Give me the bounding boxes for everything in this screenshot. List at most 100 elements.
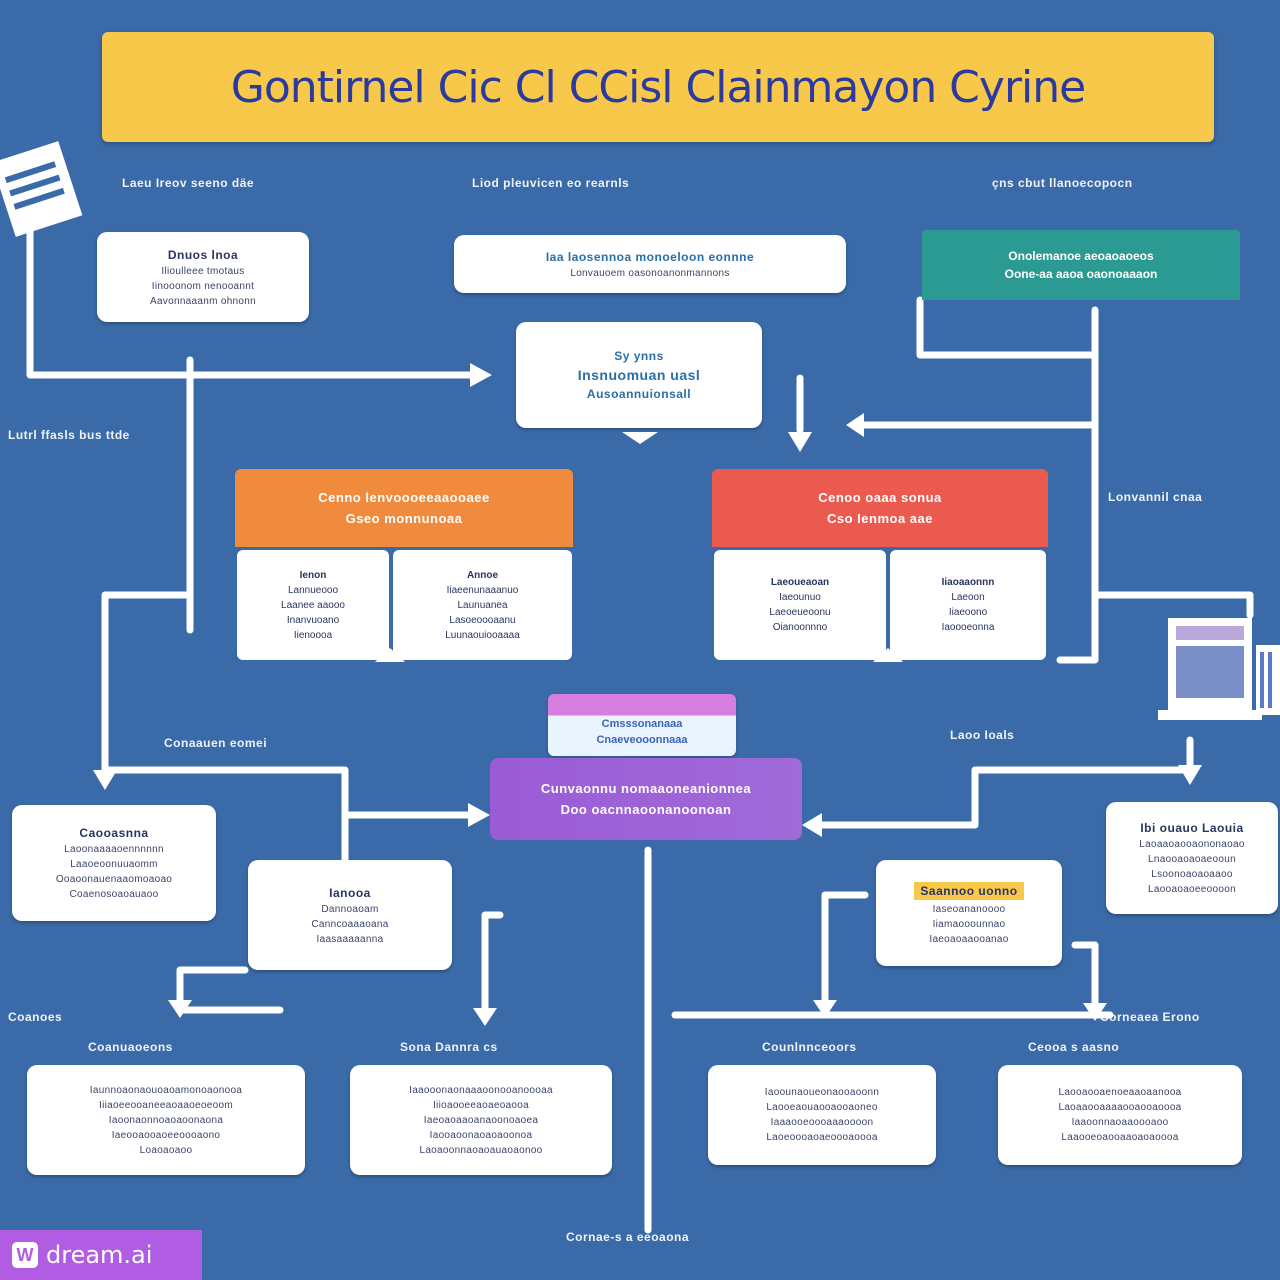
cell-line: Luunaouiooaaaa bbox=[445, 629, 520, 641]
note-box-line: Laoaaooaaaaooaooaoooa bbox=[1058, 1102, 1182, 1113]
cell-line: Ienon bbox=[299, 569, 327, 581]
cell-line: Oianoonnno bbox=[772, 622, 828, 633]
card-header-line: Cenoo oaaa sonua bbox=[818, 490, 942, 505]
arrow-head bbox=[788, 432, 812, 452]
document-icon bbox=[0, 141, 83, 237]
note-box-line: Iiiaoeeooaneeaoaaoeoeoom bbox=[99, 1099, 233, 1111]
brand-name: dream.ai bbox=[46, 1241, 153, 1269]
connector bbox=[101, 591, 194, 774]
cell-line: Iaeounuo bbox=[779, 592, 821, 603]
cell-line: Laeoeueoonu bbox=[769, 607, 831, 618]
note-box-line: Ooaoonauenaaomoaoao bbox=[55, 874, 173, 885]
arrow-head bbox=[813, 1000, 837, 1018]
cell-line: Iiaeoono bbox=[948, 607, 988, 618]
float-label: Conaauen eomei bbox=[164, 736, 268, 750]
note-box-line: Insnuomuan uasl bbox=[577, 367, 701, 383]
note-box: Laooaooaenoeaaoaanooa Laoaaooaaaaooaooao… bbox=[998, 1065, 1242, 1165]
note-box-line: Laoaoonnaoaoauaoaonoo bbox=[419, 1144, 543, 1156]
connector bbox=[26, 226, 474, 379]
note-box-line: Laaoeoonuuaomm bbox=[70, 859, 158, 870]
note-box: Ianooa Dannoaoam Canncoaaaoana Iaasaaaaa… bbox=[248, 860, 452, 970]
note-box-line: Iinooonom nenooannt bbox=[151, 280, 255, 292]
float-label: Laeu Ireov seeno däe bbox=[122, 176, 255, 190]
note-box: Dnuos lnoa Ilioulleee tmotaus Iinooonom … bbox=[97, 232, 309, 322]
float-label: Counlnnceoors bbox=[762, 1040, 857, 1054]
note-box-line: Coaenosoaoauaoo bbox=[69, 889, 159, 900]
teal-header-box: Onolemanoe aeoaoaoeos Oone-aa aaoa oaono… bbox=[922, 230, 1240, 300]
note-box-line: Iaooaoonaoaoaoonoa bbox=[429, 1129, 533, 1141]
arrow-head bbox=[1178, 765, 1202, 785]
note-box: Ibi ouauo Laouia Laoaaoaooaononaoao Lnao… bbox=[1106, 802, 1278, 914]
cell-line: Lasoeoooaanu bbox=[449, 614, 516, 626]
brand-watermark: W dream.ai bbox=[0, 1230, 202, 1280]
cell-line: Laeoon bbox=[951, 592, 985, 603]
connector bbox=[176, 966, 284, 1014]
float-label: Cornae-s a eeoaona bbox=[566, 1230, 690, 1244]
hub-tag: Cmsssonanaaa Cnaeveooonnaaa bbox=[548, 694, 736, 756]
arrow-head bbox=[168, 1000, 192, 1018]
arrow-head bbox=[846, 413, 864, 437]
cell-line: Laanee aaooo bbox=[281, 599, 345, 611]
note-box: Iaaooonaonaaaoonooanoooaa Iiioaooeeaoaeo… bbox=[350, 1065, 612, 1175]
note-box-line: Lsoonoaoaoaaoo bbox=[1151, 869, 1233, 880]
note-box-line: Iaaoonnaoaaoooaoo bbox=[1071, 1117, 1169, 1128]
hub-tag-line: Cnaeveooonnaaa bbox=[596, 734, 688, 746]
monitor-icon bbox=[1158, 618, 1280, 720]
note-box-line: Laoeoooaoaeoooaoooa bbox=[766, 1132, 878, 1143]
hub-line: Cunvaonnu nomaaoneanionnea bbox=[540, 781, 752, 796]
arrow-head bbox=[473, 1008, 497, 1026]
brand-logo-icon: W bbox=[12, 1242, 38, 1268]
card-header-line: Cso Ienmoa aae bbox=[827, 511, 933, 526]
note-box: Sy ynns Insnuomuan uasl Ausoannuionsall bbox=[516, 322, 762, 428]
cell-line: Iiaoaaonnn bbox=[941, 577, 995, 588]
note-box: Saannoo uonno Iaseoananoooo Iiamaooounna… bbox=[876, 860, 1062, 966]
red-card-header: Cenoo oaaa sonua Cso Ienmoa aae bbox=[712, 469, 1048, 547]
connector bbox=[821, 891, 869, 1004]
float-label: Lonvannil cnaa bbox=[1108, 490, 1203, 504]
float-label: Coanuaoeons bbox=[88, 1040, 173, 1054]
connector bbox=[481, 911, 504, 1014]
connector bbox=[1091, 591, 1254, 619]
arrow-head bbox=[1083, 1003, 1107, 1021]
card-cell: Annoe Iiaeenunaaanuo Launuanea Lasoeoooa… bbox=[393, 550, 572, 660]
connector bbox=[1071, 941, 1099, 1009]
note-box-heading: Sy ynns bbox=[614, 349, 664, 363]
note-box-line: Lnaooaoaoaeooun bbox=[1148, 854, 1236, 865]
cell-line: Annoe bbox=[466, 569, 499, 581]
float-label: çns cbut llanoecopocn bbox=[992, 176, 1133, 190]
note-box-line: Lonvauoem oasonoanonmannons bbox=[570, 267, 730, 279]
cell-line: Iaoooeonna bbox=[941, 622, 995, 633]
note-box: Iaoounaoueonaooaoonn Laooeaouaooaooaoneo… bbox=[708, 1065, 936, 1165]
float-label: Lutrl ffasls bus ttde bbox=[8, 428, 130, 442]
note-box-line: Laooaoaoeeoooon bbox=[1148, 884, 1236, 895]
note-box-line: Iaoonaonnoaoaoonaona bbox=[108, 1114, 224, 1126]
note-box-line: Ilioulleee tmotaus bbox=[161, 265, 245, 277]
arrow-head bbox=[468, 803, 490, 827]
note-box-line: Iaeoaoaaooanao bbox=[929, 933, 1009, 945]
connector bbox=[1056, 306, 1099, 664]
note-box-line: Ausoannuionsall bbox=[586, 387, 692, 401]
arrow-head bbox=[93, 770, 117, 790]
float-label: Ceooa s aasno bbox=[1028, 1040, 1120, 1054]
arrow-head bbox=[802, 813, 822, 837]
note-box-line: Laaooeoaooaaoaoaoooa bbox=[1061, 1132, 1179, 1143]
note-box-heading: Ianooa bbox=[329, 885, 371, 900]
cell-line: Iienoooa bbox=[293, 629, 333, 641]
card-header-line: Gseo monnunoaa bbox=[345, 511, 463, 526]
arrow-head bbox=[470, 363, 492, 387]
note-box-line: Aavonnaaanm ohnonn bbox=[149, 295, 257, 307]
note-box-line: Laooaooaenoeaaoaanooa bbox=[1058, 1087, 1182, 1098]
hub-tag-line: Cmsssonanaaa bbox=[601, 718, 683, 730]
teal-line: Oone-aa aaoa oaonoaaaon bbox=[1004, 267, 1158, 281]
cell-line: Inanvuoano bbox=[286, 614, 340, 626]
note-box-line: Dannoaoam bbox=[321, 903, 379, 915]
note-box-line: Iaaaooeoooaaaoooon bbox=[770, 1117, 874, 1128]
card-header-line: Cenno lenvoooeeaaooaee bbox=[318, 490, 490, 505]
note-box-heading: Saannoo uonno bbox=[914, 881, 1024, 900]
cell-line: Laeoueaoan bbox=[770, 577, 830, 588]
cell-line: Lannueooo bbox=[287, 584, 339, 596]
hub-line: Doo oacnnaoonanoonoan bbox=[560, 802, 732, 817]
connector bbox=[916, 296, 1099, 359]
cell-line: Iiaeenunaaanuo bbox=[446, 584, 519, 596]
